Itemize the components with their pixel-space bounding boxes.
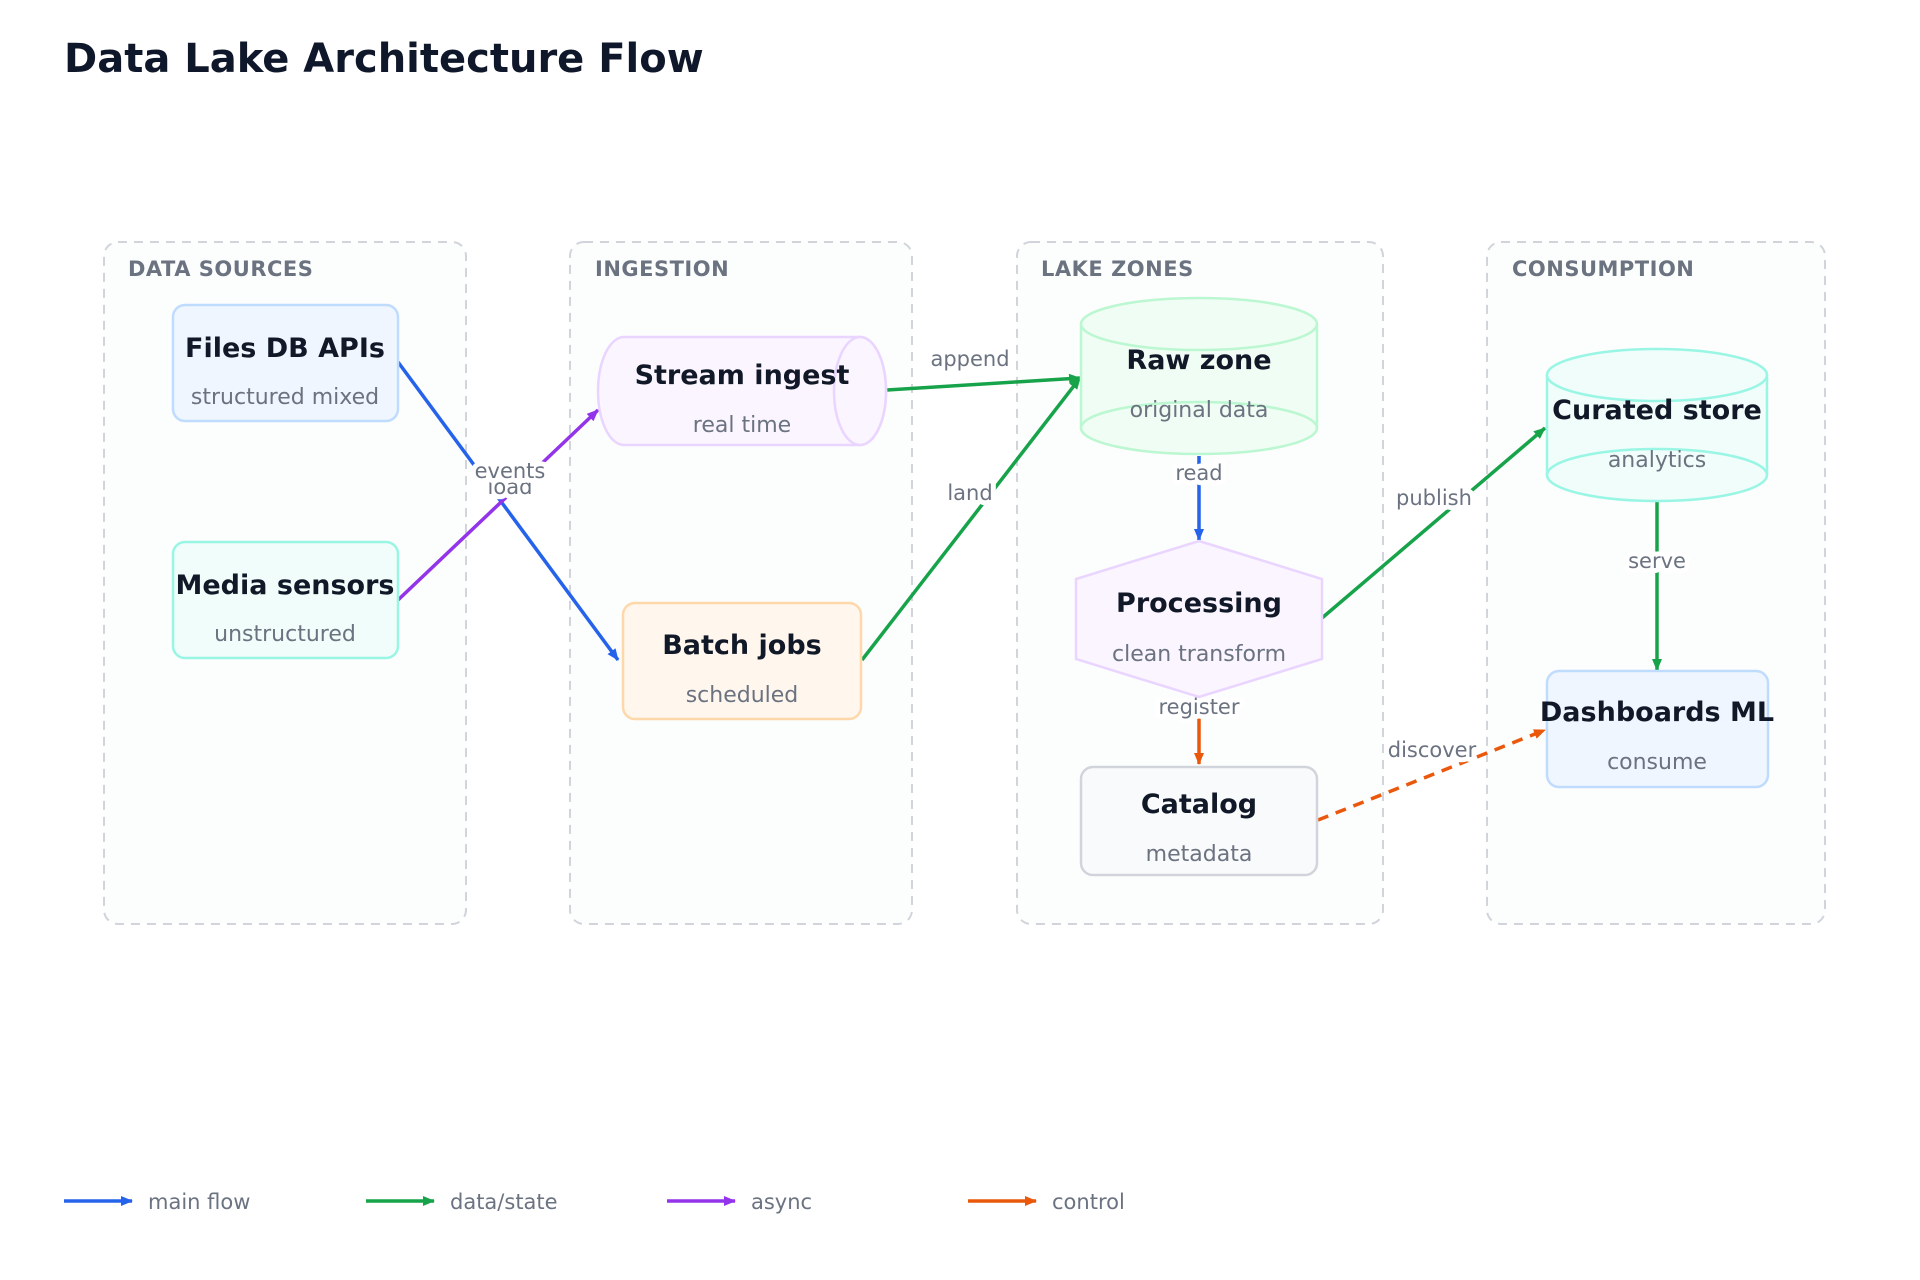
edge-stream-raw [886, 373, 1081, 392]
svg-text:register: register [1159, 695, 1240, 719]
svg-text:land: land [947, 481, 992, 505]
svg-text:discover: discover [1388, 738, 1477, 762]
legend-item-async: async [667, 1190, 812, 1214]
edge-batch-raw [860, 376, 1082, 662]
node-subtitle: original data [1130, 398, 1269, 423]
node-dashboards-ml[interactable]: Dashboards ML consume [1540, 669, 1774, 789]
node-processing[interactable]: Processing clean transform [1074, 539, 1324, 699]
node-files-db-apis[interactable]: Files DB APIs structured mixed [171, 303, 400, 423]
node-curated-store[interactable]: Curated store analytics [1545, 347, 1769, 503]
lane-label-sources: DATA SOURCES [128, 257, 313, 281]
edge-label-load: load [483, 470, 538, 504]
node-subtitle: unstructured [214, 622, 356, 647]
legend-item-data-state: data/state [366, 1190, 558, 1214]
node-title: Stream ingest [635, 360, 850, 391]
edge-media-stream [396, 408, 600, 602]
edge-label-events: events [470, 454, 551, 488]
node-title: Media sensors [176, 570, 395, 601]
svg-text:serve: serve [1628, 549, 1686, 573]
node-stream-ingest[interactable]: Stream ingest real time [596, 335, 888, 447]
edge-files-batch [396, 360, 620, 662]
svg-text:publish: publish [1396, 486, 1472, 510]
node-title: Dashboards ML [1540, 697, 1774, 728]
lane-label-lake: LAKE ZONES [1041, 257, 1194, 281]
svg-text:control: control [1052, 1190, 1125, 1214]
edge-label-discover: discover [1383, 733, 1482, 767]
node-title: Raw zone [1126, 345, 1271, 376]
svg-text:data/state: data/state [450, 1190, 558, 1214]
svg-text:append: append [930, 347, 1009, 371]
lane-label-ingestion: INGESTION [595, 257, 729, 281]
node-batch-jobs[interactable]: Batch jobs scheduled [621, 601, 863, 721]
node-title: Curated store [1552, 395, 1762, 426]
edge-label-publish: publish [1391, 481, 1477, 515]
node-subtitle: clean transform [1112, 642, 1286, 667]
edge-label-append: append [925, 342, 1014, 376]
svg-text:load: load [488, 475, 533, 499]
edge-catalog-dashboards [1317, 728, 1546, 822]
legend-item-control: control [968, 1190, 1125, 1214]
svg-text:events: events [475, 459, 546, 483]
node-subtitle: analytics [1608, 448, 1706, 473]
edge-processing-curated [1320, 426, 1547, 620]
edge-label-read: read [1170, 456, 1227, 490]
svg-text:async: async [751, 1190, 812, 1214]
edge-label-register: register [1154, 690, 1245, 724]
node-subtitle: consume [1607, 750, 1707, 775]
node-subtitle: structured mixed [191, 385, 379, 410]
edge-label-serve: serve [1623, 544, 1691, 578]
node-catalog[interactable]: Catalog metadata [1079, 765, 1319, 877]
node-title: Catalog [1141, 789, 1257, 820]
page-title: Data Lake Architecture Flow [64, 36, 704, 82]
lane-label-consumption: CONSUMPTION [1512, 257, 1694, 281]
node-raw-zone[interactable]: Raw zone original data [1079, 296, 1319, 456]
node-subtitle: metadata [1146, 842, 1253, 867]
legend: main flow data/state async control [64, 1190, 1125, 1214]
svg-text:main flow: main flow [148, 1190, 250, 1214]
node-title: Files DB APIs [185, 333, 385, 364]
legend-item-main-flow: main flow [64, 1190, 250, 1214]
node-subtitle: scheduled [686, 683, 799, 708]
node-title: Processing [1116, 588, 1282, 619]
node-title: Batch jobs [662, 630, 822, 661]
svg-text:read: read [1175, 461, 1222, 485]
node-media-sensors[interactable]: Media sensors unstructured [171, 540, 400, 660]
edge-label-land: land [942, 476, 997, 510]
node-subtitle: real time [693, 413, 791, 438]
